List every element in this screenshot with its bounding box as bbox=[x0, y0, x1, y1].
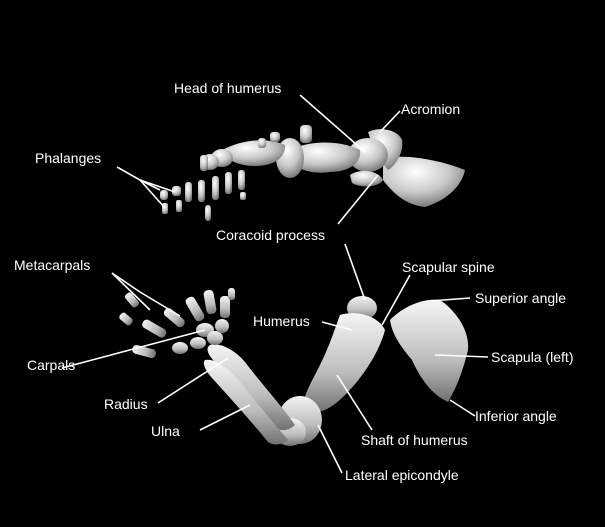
leader-metacarpals bbox=[111, 272, 181, 317]
label-metacarpals: Metacarpals bbox=[14, 257, 91, 273]
label-superior-angle: Superior angle bbox=[475, 290, 567, 306]
label-carpals: Carpals bbox=[27, 357, 76, 373]
leader-shaft-of-humerus bbox=[336, 374, 373, 431]
upper-humerus-shaft bbox=[290, 142, 361, 173]
leader-head-of-humerus bbox=[299, 94, 366, 153]
leader-scapula-left bbox=[434, 354, 489, 358]
leader-coracoid-process bbox=[337, 174, 379, 225]
leader-humerus bbox=[321, 321, 353, 331]
leader-lines bbox=[61, 94, 489, 474]
leader-radius bbox=[157, 357, 229, 404]
leader-scapular-spine bbox=[381, 274, 411, 326]
label-scapula-left: Scapula (left) bbox=[491, 349, 574, 365]
leader-lateral-epicondyle bbox=[317, 424, 343, 474]
lower-ulna bbox=[203, 359, 288, 445]
leader-superior-angle bbox=[429, 297, 471, 302]
lower-scapula bbox=[390, 299, 469, 402]
leader-inferior-angle bbox=[449, 399, 476, 417]
label-acromion: Acromion bbox=[401, 101, 461, 117]
upper-coracoid bbox=[350, 170, 383, 187]
label-coracoid-process: Coracoid process bbox=[216, 227, 325, 243]
leader-coracoid-lower bbox=[344, 243, 366, 301]
label-inferior-angle: Inferior angle bbox=[475, 408, 557, 424]
label-head-of-humerus: Head of humerus bbox=[174, 80, 282, 96]
label-shaft-of-humerus: Shaft of humerus bbox=[361, 432, 468, 448]
lower-humerus bbox=[303, 313, 385, 413]
lower-radius bbox=[207, 344, 295, 431]
leader-ulna bbox=[199, 404, 251, 431]
label-radius: Radius bbox=[104, 396, 148, 412]
label-scapular-spine: Scapular spine bbox=[402, 259, 495, 275]
lower-arm-view bbox=[119, 288, 469, 446]
upper-arm-view bbox=[160, 125, 465, 221]
label-phalanges: Phalanges bbox=[35, 150, 102, 166]
label-humerus: Humerus bbox=[253, 313, 310, 329]
leader-acromion bbox=[379, 110, 401, 133]
label-lateral-epicondyle: Lateral epicondyle bbox=[345, 467, 459, 483]
upper-scapula bbox=[383, 156, 465, 207]
leader-carpals bbox=[61, 329, 206, 369]
leader-phalanges bbox=[116, 166, 161, 191]
upper-forearm bbox=[222, 140, 286, 166]
label-ulna: Ulna bbox=[151, 423, 180, 439]
